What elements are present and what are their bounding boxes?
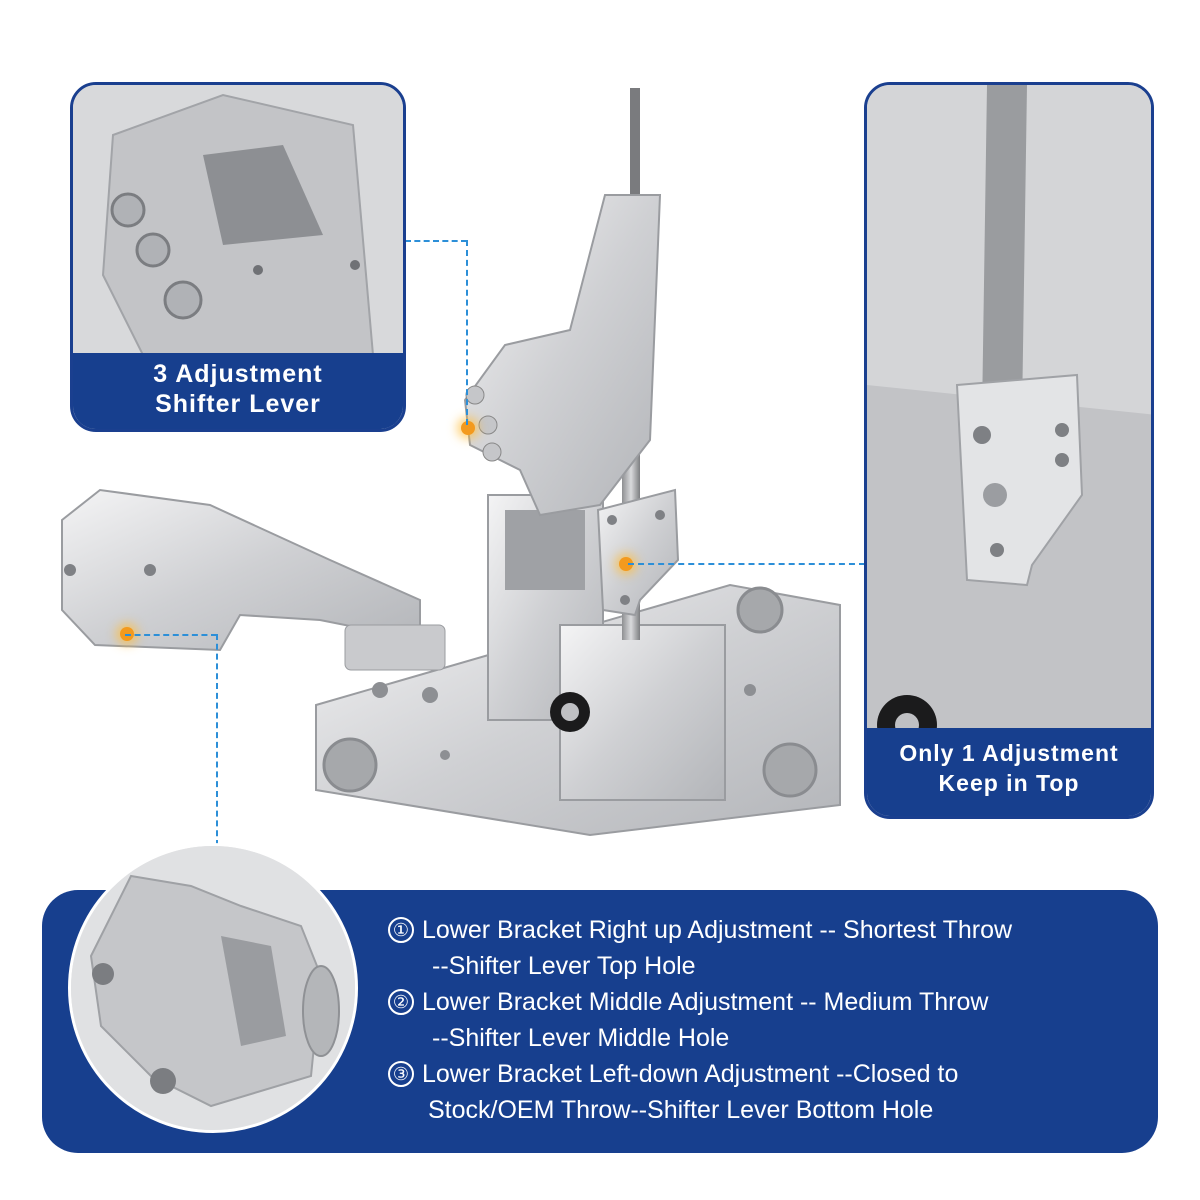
callout-upper-bracket-line2: Keep in Top <box>938 770 1080 796</box>
leader-bottom-vertical <box>216 634 218 846</box>
callout-shifter-lever-line1: 3 Adjustment <box>153 360 323 388</box>
callout-shifter-lever: 3 Adjustment Shifter Lever <box>70 82 406 432</box>
callout-shifter-lever-image <box>73 85 403 365</box>
note-number-2: ② <box>388 989 414 1015</box>
shifter-lever <box>463 88 662 517</box>
note-3-line1: Lower Bracket Left-down Adjustment --Clo… <box>422 1060 959 1088</box>
note-2-line2: --Shifter Lever Middle Hole <box>432 1024 730 1052</box>
upper-bracket <box>596 488 680 617</box>
note-2-line1: Lower Bracket Middle Adjustment -- Mediu… <box>422 988 989 1016</box>
marker-lever-holes <box>461 421 475 435</box>
lower-bracket-zoom-image <box>71 846 355 1130</box>
center-housing <box>487 494 726 801</box>
note-item-3: ③ Lower Bracket Left-down Adjustment --Cl… <box>388 1056 1148 1128</box>
note-number-1: ① <box>388 917 414 943</box>
note-3-line2: Stock/OEM Throw--Shifter Lever Bottom Ho… <box>428 1096 934 1124</box>
lower-bracket-arm <box>61 488 446 671</box>
callout-upper-bracket-line1: Only 1 Adjustment <box>899 740 1119 766</box>
note-1-line1: Lower Bracket Right up Adjustment -- Sho… <box>422 916 1013 944</box>
leader-top-left-horizontal <box>405 240 467 242</box>
callout-upper-bracket-image <box>867 85 1151 745</box>
callout-shifter-lever-line2: Shifter Lever <box>155 390 321 418</box>
callout-upper-bracket-label: Only 1 Adjustment Keep in Top <box>867 728 1151 816</box>
leader-top-left-vertical <box>466 240 468 425</box>
leader-bottom-horizontal <box>125 634 217 636</box>
callout-upper-bracket: Only 1 Adjustment Keep in Top <box>864 82 1154 819</box>
leader-right-horizontal <box>628 563 865 565</box>
note-number-3: ③ <box>388 1061 414 1087</box>
callout-shifter-lever-label: 3 Adjustment Shifter Lever <box>73 353 403 429</box>
note-item-2: ② Lower Bracket Middle Adjustment -- Medi… <box>388 984 1148 1056</box>
note-item-1: ① Lower Bracket Right up Adjustment -- Sh… <box>388 912 1148 984</box>
lower-bracket-zoom-circle <box>68 843 358 1133</box>
marker-upper-bracket <box>619 557 633 571</box>
note-1-line2: --Shifter Lever Top Hole <box>432 952 696 980</box>
adjustment-notes: ① Lower Bracket Right up Adjustment -- Sh… <box>388 912 1148 1128</box>
